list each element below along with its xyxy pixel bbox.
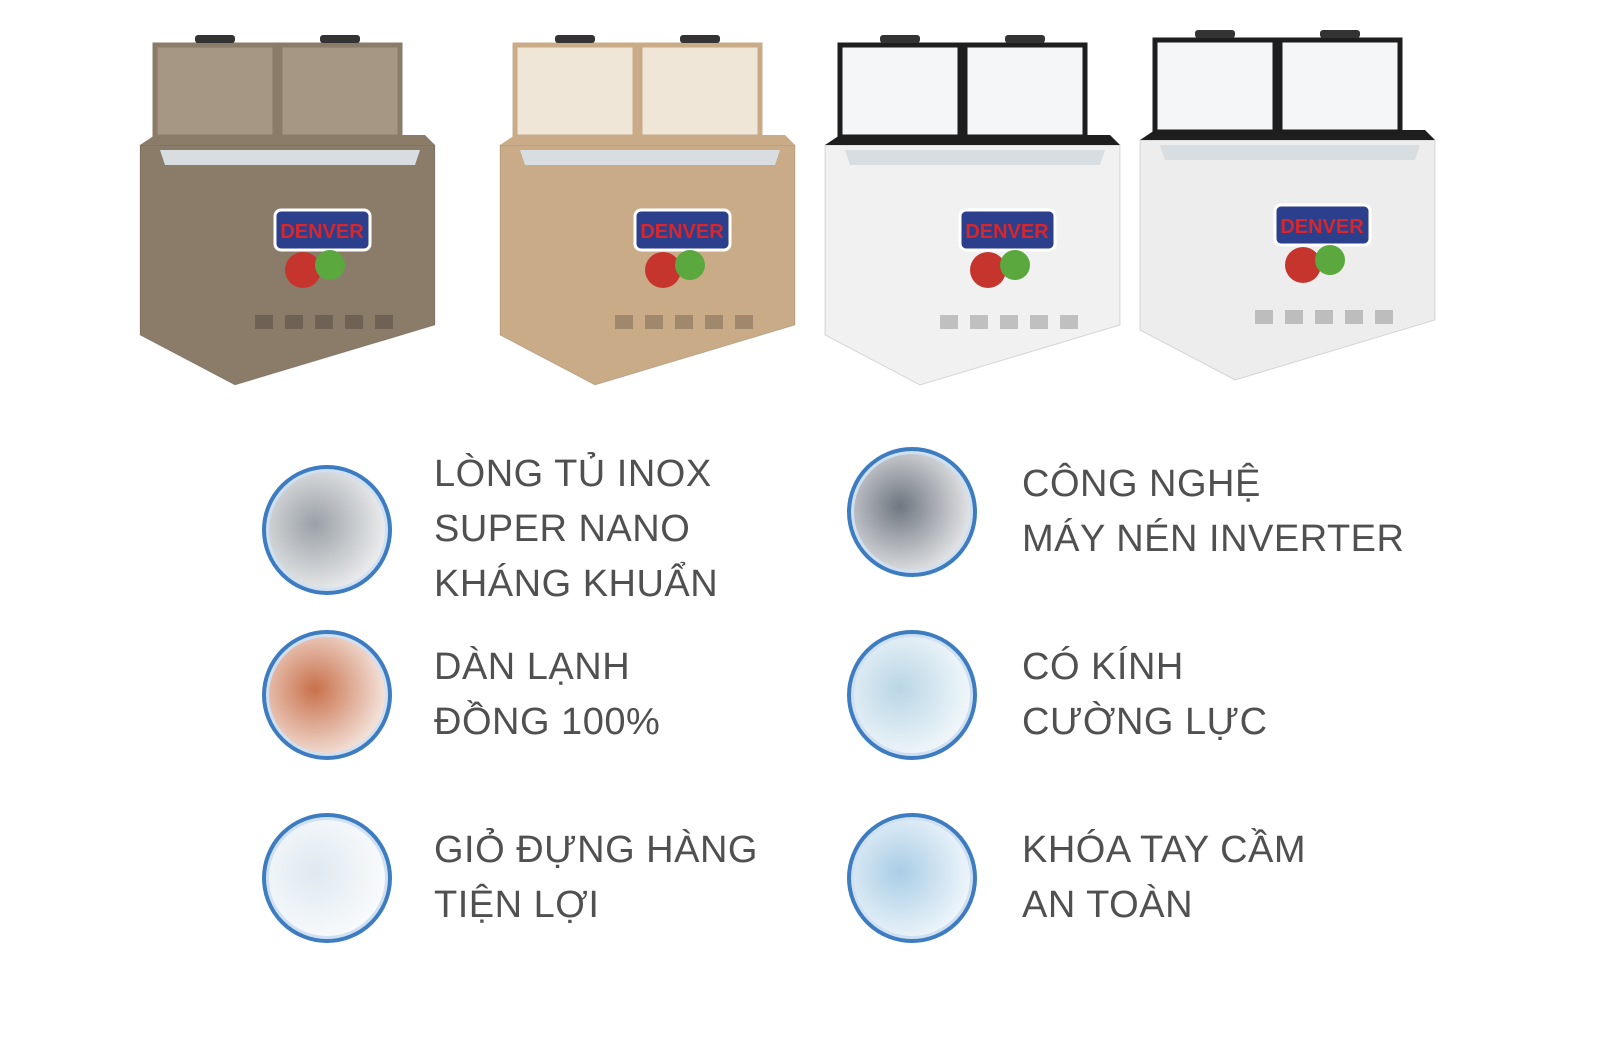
svg-text:DENVER: DENVER: [965, 221, 1049, 243]
inverter-compressor-icon: [847, 447, 977, 577]
feature-line: CÓ KÍNH: [1022, 646, 1184, 688]
feature-text: LÒNG TỦ INOX SUPER NANO KHÁNG KHUẨN: [434, 447, 718, 612]
copper-coil-icon: [262, 630, 392, 760]
chest-freezer-image: DENVER: [495, 25, 805, 400]
feature-text: CÔNG NGHỆ MÁY NÉN INVERTER: [1022, 457, 1404, 567]
feature-line: MÁY NÉN INVERTER: [1022, 518, 1405, 560]
feature-line: KHÓA TAY CẦM: [1022, 829, 1307, 871]
feature-line: KHÁNG KHUẨN: [434, 563, 719, 605]
svg-text:DENVER: DENVER: [640, 221, 724, 243]
feature-line: CÔNG NGHỆ: [1022, 463, 1261, 505]
feature-line: AN TOÀN: [1022, 884, 1194, 926]
chest-freezer-image: DENVER: [820, 25, 1130, 400]
feature-line: LÒNG TỦ INOX: [434, 453, 712, 495]
stainless-steel-interior-icon: [262, 464, 392, 595]
brand-sticker: DENVER: [958, 208, 1057, 288]
feature-text: KHÓA TAY CẦM AN TOÀN: [1022, 823, 1306, 933]
feature-text: CÓ KÍNH CƯỜNG LỰC: [1022, 640, 1268, 750]
feature-line: SUPER NANO: [434, 508, 691, 550]
feature-text: GIỎ ĐỰNG HÀNG TIỆN LỢI: [434, 823, 758, 933]
chest-freezer-image: DENVER: [135, 25, 445, 400]
feature-item: CÔNG NGHỆ MÁY NÉN INVERTER: [847, 447, 1404, 577]
wire-basket-icon: [262, 813, 392, 943]
feature-line: CƯỜNG LỰC: [1022, 701, 1268, 743]
feature-item: CÓ KÍNH CƯỜNG LỰC: [847, 630, 1268, 760]
feature-item: GIỎ ĐỰNG HÀNG TIỆN LỢI: [262, 813, 758, 943]
svg-text:DENVER: DENVER: [1280, 216, 1364, 238]
feature-line: ĐỒNG 100%: [434, 701, 661, 743]
handle-lock-icon: [847, 813, 977, 943]
brand-sticker: DENVER: [273, 208, 372, 288]
tempered-glass-icon: [847, 630, 977, 760]
brand-sticker: DENVER: [633, 208, 732, 288]
feature-item: KHÓA TAY CẦM AN TOÀN: [847, 813, 1306, 943]
feature-text: DÀN LẠNH ĐỒNG 100%: [434, 640, 660, 750]
feature-item: LÒNG TỦ INOX SUPER NANO KHÁNG KHUẨN: [262, 447, 718, 612]
feature-line: TIỆN LỢI: [434, 884, 600, 926]
feature-line: GIỎ ĐỰNG HÀNG: [434, 829, 758, 871]
feature-line: DÀN LẠNH: [434, 646, 631, 688]
feature-item: DÀN LẠNH ĐỒNG 100%: [262, 630, 660, 760]
brand-sticker: DENVER: [1273, 203, 1372, 283]
chest-freezer-image: DENVER: [1135, 20, 1445, 395]
svg-text:DENVER: DENVER: [280, 221, 364, 243]
